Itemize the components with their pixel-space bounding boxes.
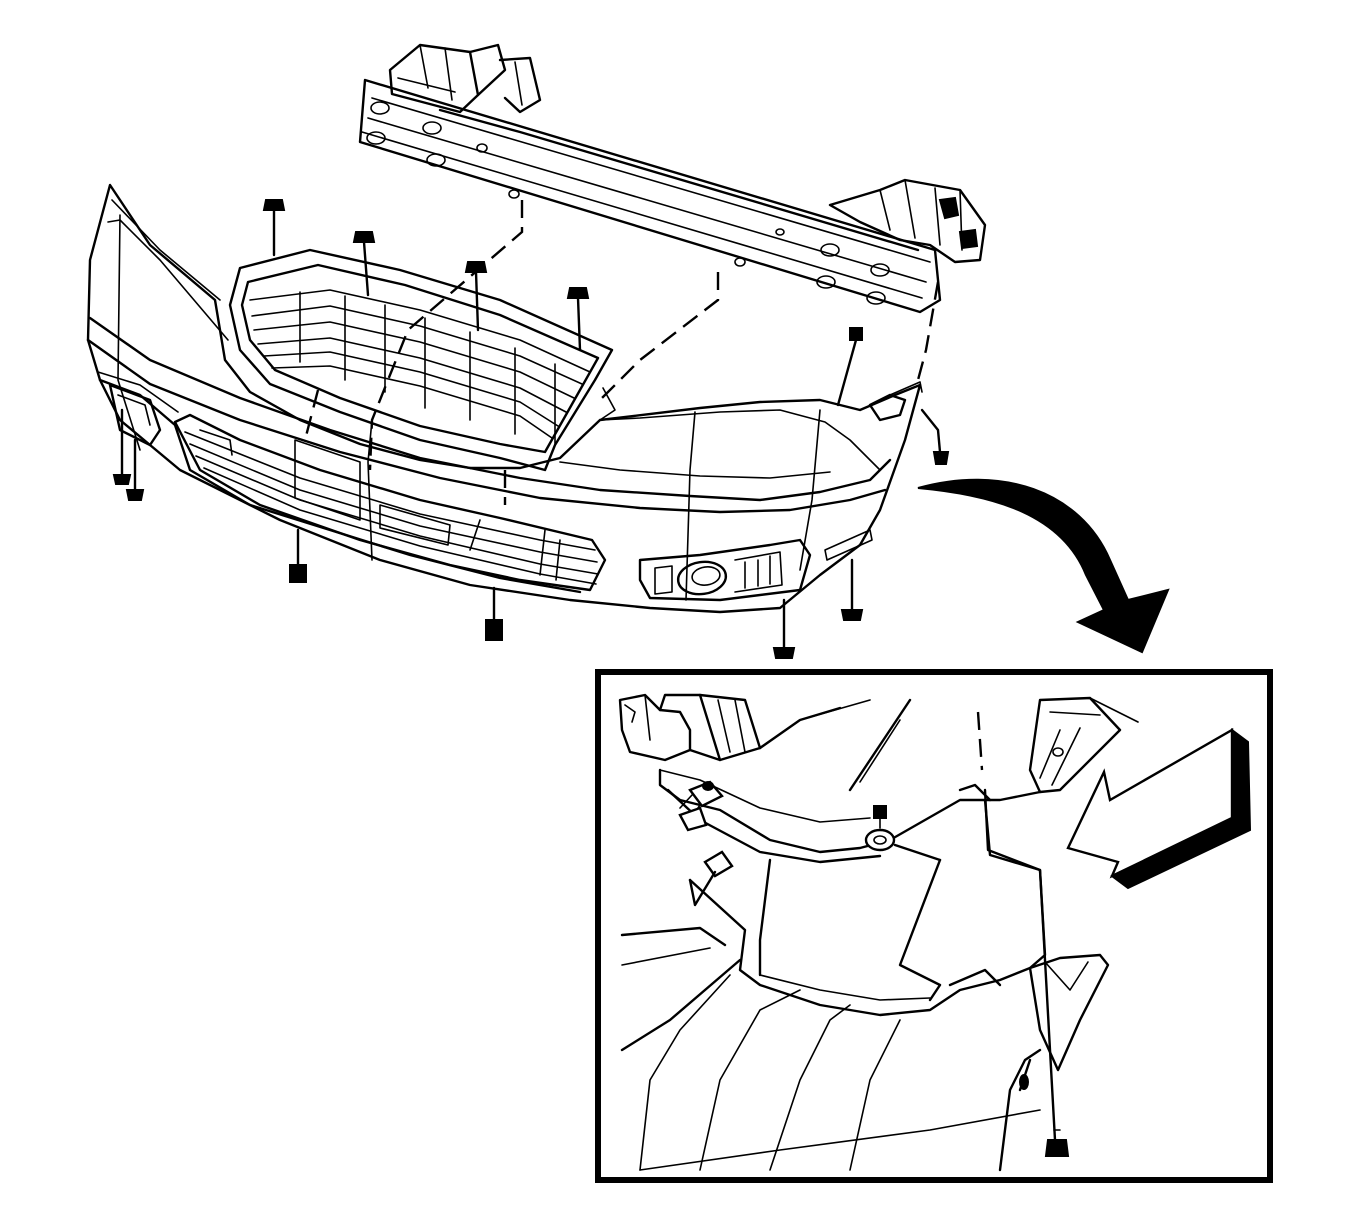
bolt-icon: [485, 586, 503, 641]
screw-icon: [976, 711, 1070, 1157]
bolt-icon: [352, 231, 376, 297]
fasteners: [112, 199, 950, 659]
upper-grille: [228, 248, 614, 472]
bumper-impact-bar: [358, 43, 987, 314]
bolt-icon: [836, 327, 863, 407]
bolt-icon: [112, 408, 132, 485]
bolt-icon: [772, 598, 796, 659]
clip-fastener-icon: [678, 780, 724, 832]
bolt-icon: [840, 558, 864, 621]
bolt-icon: [125, 438, 145, 501]
alignment-lines: [303, 200, 940, 505]
detail-inset: [595, 669, 1273, 1183]
front-bumper-fascia: [86, 183, 923, 614]
bolt-icon: [289, 528, 307, 583]
bolt-icon: [262, 199, 286, 257]
curved-arrow-icon: [917, 478, 1170, 654]
nut-icon: [864, 805, 896, 852]
bolt-icon: [464, 261, 488, 332]
bolt-icon: [920, 408, 950, 465]
push-pin-icon: [688, 850, 734, 907]
bolt-icon: [566, 287, 590, 352]
block-arrow-icon: [1066, 727, 1252, 890]
